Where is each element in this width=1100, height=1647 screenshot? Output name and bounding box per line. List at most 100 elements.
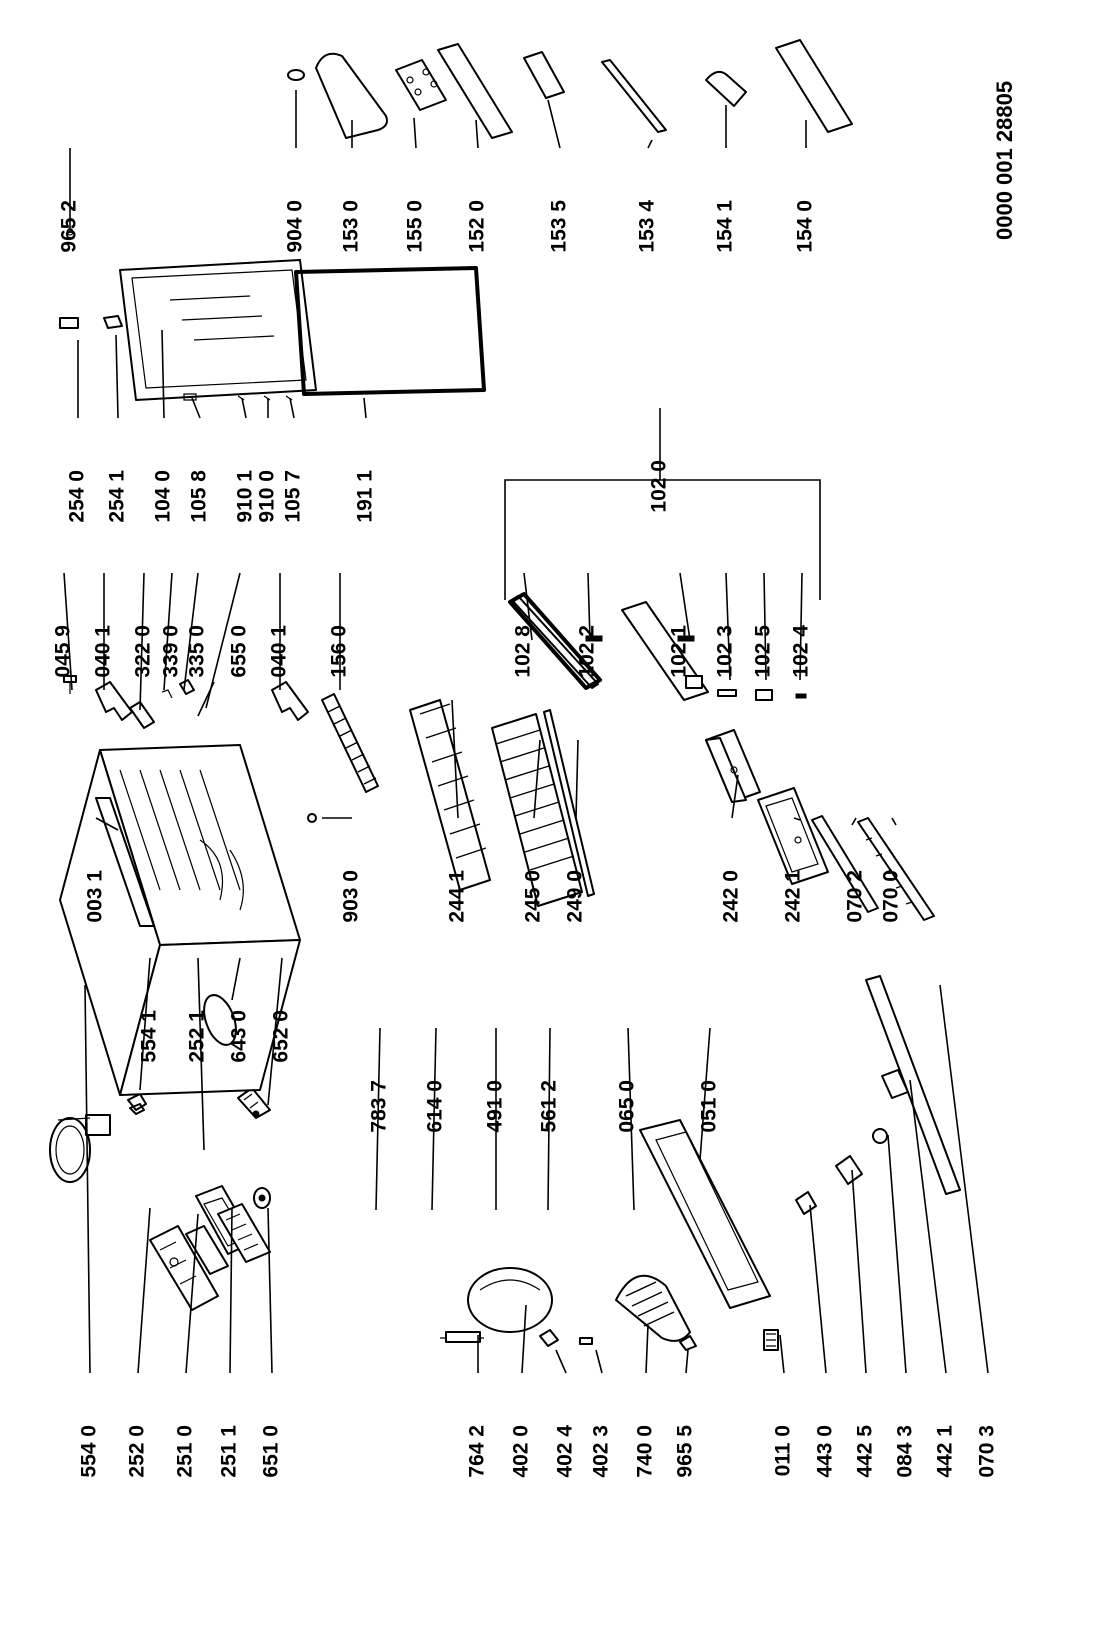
leader-c-783-7 (375, 1027, 381, 1211)
label-c-614-0: 614 0 (424, 1080, 447, 1133)
label-c-242-1: 242 1 (782, 870, 805, 923)
leader-c-084-3 (887, 1134, 907, 1374)
label-c-040-1b: 040 1 (268, 625, 291, 678)
leader-c-614-0 (431, 1027, 437, 1211)
label-c-740-0: 740 0 (634, 1425, 657, 1478)
leader-c-910-1 (241, 397, 247, 419)
label-c-251-0: 251 0 (174, 1425, 197, 1478)
leader-c-251-0 (185, 1213, 199, 1374)
label-c-102-2: 102 2 (576, 625, 599, 678)
part-door-accessories-drawing (287, 39, 853, 139)
label-c-254-0: 254 0 (66, 470, 89, 523)
label-c-322-0: 322 0 (132, 625, 155, 678)
leader-c-155-0 (413, 117, 417, 149)
label-c-154-0: 154 0 (794, 200, 817, 253)
leader-c-244-1 (451, 699, 459, 819)
label-c-102-4: 102 4 (790, 625, 813, 678)
label-c-903-0: 903 0 (340, 870, 363, 923)
label-c-153-4: 153 4 (636, 200, 659, 253)
label-c-152-0: 152 0 (466, 200, 489, 253)
label-c-045-9: 045 9 (52, 625, 75, 678)
label-c-904-0: 904 0 (284, 200, 307, 253)
label-c-764-2: 764 2 (466, 1425, 489, 1478)
part-249-0-drawing (543, 709, 595, 897)
label-c-443-0: 443 0 (814, 1425, 837, 1478)
label-c-084-3: 084 3 (894, 1425, 917, 1478)
leader-c-104-0 (161, 329, 165, 419)
leader-c-655-0 (205, 572, 241, 709)
label-c-051-0: 051 0 (698, 1080, 721, 1133)
label-c-339-0: 339 0 (160, 625, 183, 678)
label-c-965-5: 965 5 (674, 1425, 697, 1478)
part-651-0-drawing (253, 1187, 271, 1209)
label-c-102-5: 102 5 (752, 625, 775, 678)
leader-c-402-4 (555, 1349, 567, 1374)
part-554-0-drawing (49, 1114, 111, 1183)
leader-c-191-1 (363, 397, 367, 419)
leader-c-070-3 (939, 984, 989, 1374)
leader-c-051-0 (699, 1027, 711, 1161)
label-c-155-0: 155 0 (404, 200, 427, 253)
label-c-491-0: 491 0 (484, 1080, 507, 1133)
leader-c-065-0 (627, 1027, 635, 1211)
leader-c-335-0 (183, 572, 199, 691)
leader-c-070-2 (851, 817, 857, 826)
part-191-1-drawing (294, 266, 486, 396)
leader-c-339-0 (163, 572, 173, 691)
label-c-102-1: 102 1 (668, 625, 691, 678)
leader-c-651-0 (267, 1207, 273, 1374)
label-c-070-0: 070 0 (880, 870, 903, 923)
part-242-0-drawing (705, 729, 761, 803)
leader-c-102-5 (763, 572, 767, 681)
leader-c-740-0 (645, 1324, 649, 1374)
label-c-910-0: 910 0 (256, 470, 279, 523)
label-c-252-0: 252 0 (126, 1425, 149, 1478)
label-c-910-1: 910 1 (234, 470, 257, 523)
label-c-252-1: 252 1 (186, 1010, 209, 1063)
part-242-1-drawing (757, 787, 829, 885)
label-c-242-0: 242 0 (720, 870, 743, 923)
label-c-335-0: 335 0 (186, 625, 209, 678)
label-c-070-2: 070 2 (844, 870, 867, 923)
label-c-105-8: 105 8 (188, 470, 211, 523)
part-156-0-drawing (321, 693, 379, 793)
label-c-254-1: 254 1 (106, 470, 129, 523)
part-003-1-drawing (59, 744, 317, 1096)
leader-c-102-3 (725, 572, 731, 681)
bracket-102-group (504, 479, 821, 600)
part-245-0-drawing (491, 713, 583, 907)
label-c-011-0: 011 0 (772, 1425, 795, 1476)
label-c-244-1: 244 1 (446, 870, 469, 923)
leader-c-011-0 (779, 1334, 785, 1374)
label-c-104-0: 104 0 (152, 470, 175, 523)
label-c-651-0: 651 0 (260, 1425, 283, 1478)
label-c-065-0: 065 0 (616, 1080, 639, 1133)
label-c-191-1: 191 1 (354, 470, 377, 523)
leader-c-102-2 (587, 572, 591, 641)
part-hinge-group-drawing (63, 675, 309, 729)
leader-c-252-1 (197, 957, 205, 1151)
part-252-0-drawing (149, 1225, 219, 1311)
part-554-1-drawing (127, 1093, 147, 1115)
leader-c-102-1 (679, 572, 691, 641)
part-104-0-drawing (59, 228, 317, 401)
leader-c-554-0 (84, 984, 91, 1374)
part-compressor-group-drawing (440, 975, 961, 1351)
label-c-442-5: 442 5 (854, 1425, 877, 1478)
label-c-105-7: 105 7 (282, 470, 305, 523)
label-c-003-1: 003 1 (84, 870, 107, 923)
label-c-402-0: 402 0 (510, 1425, 533, 1478)
leader-c-561-2 (547, 1027, 551, 1211)
leader-c-003-1 (95, 817, 119, 831)
label-c-442-1: 442 1 (934, 1425, 957, 1478)
leader-c-251-1 (229, 1207, 233, 1374)
label-c-245-0: 245 0 (522, 870, 545, 923)
label-c-655-0: 655 0 (228, 625, 251, 678)
label-c-156-0: 156 0 (328, 625, 351, 678)
label-c-102-8: 102 8 (512, 625, 535, 678)
leader-c-105-8 (191, 397, 201, 419)
leader-c-965-5 (685, 1349, 689, 1374)
part-652-0-drawing (237, 1087, 271, 1119)
